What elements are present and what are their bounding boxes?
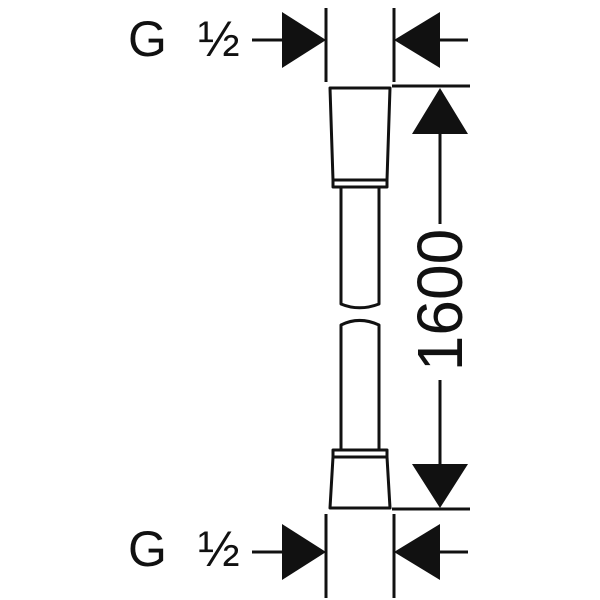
length-bottom-arrow-head <box>412 464 468 508</box>
bottom-thread-letter: G <box>128 521 167 577</box>
top-left-arrow-head <box>282 12 326 68</box>
top-hose-nut-collar <box>331 180 389 189</box>
bottom-left-arrow-head <box>282 524 326 580</box>
bottom-hose-nut <box>328 455 392 510</box>
top-thread-letter: G <box>128 11 167 67</box>
length-top-arrow-head <box>412 88 468 134</box>
bottom-thread-size: ½ <box>198 521 240 577</box>
bottom-right-arrow-head <box>394 524 440 580</box>
lower-hose-tube <box>339 319 381 452</box>
top-thread-dimension: G ½ <box>128 8 468 82</box>
upper-hose-tube <box>339 187 381 310</box>
bottom-thread-dimension: G ½ <box>128 514 468 598</box>
top-right-arrow-head <box>394 12 440 68</box>
length-dimension: 1600 <box>392 84 476 511</box>
length-dimension-value: 1600 <box>404 229 476 371</box>
top-thread-size: ½ <box>198 11 240 67</box>
top-hose-nut <box>328 86 392 182</box>
shower-hose <box>328 86 392 510</box>
